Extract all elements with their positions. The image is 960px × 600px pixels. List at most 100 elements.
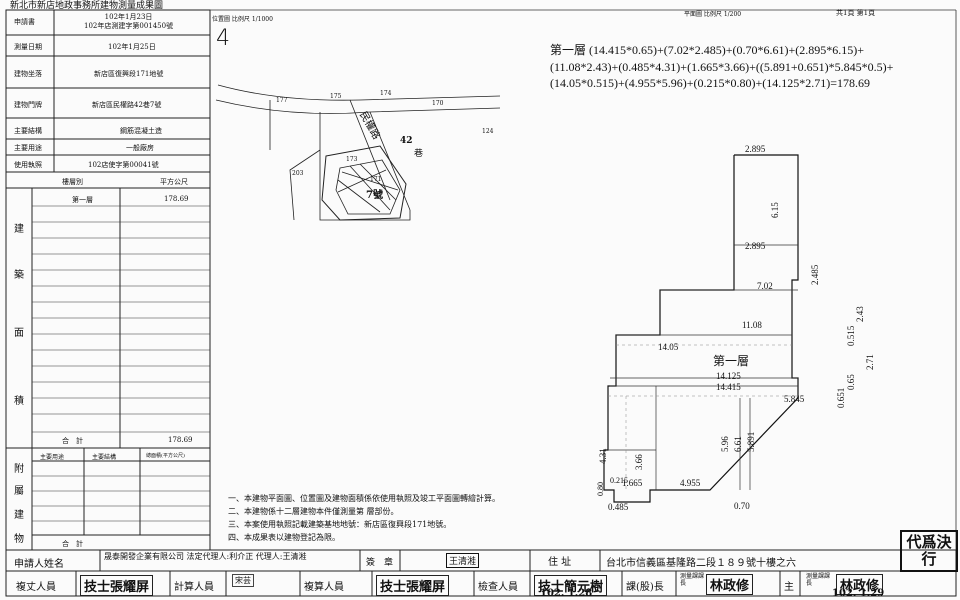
applicant-seal: 王清溎 — [446, 553, 480, 568]
form-label-address: 建物門牌 — [14, 101, 42, 109]
total-value: 178.69 — [168, 436, 193, 444]
dim-label: 2.43 — [855, 306, 865, 322]
chief-stamp: 林政修 — [706, 574, 754, 595]
dim-label: 2.895 — [745, 144, 766, 154]
date-mark: 102. 1.28 — [540, 588, 593, 599]
dim-label: 7.02 — [757, 281, 773, 291]
address-label: 住 址 — [548, 557, 572, 568]
dim-label: 0.65 — [846, 374, 856, 390]
director-title: 測量課課長 — [806, 573, 831, 587]
dim-label: 5.96 — [720, 436, 730, 452]
director-label: 主 — [784, 582, 794, 593]
annex-header-structure: 主要結構 — [92, 454, 117, 461]
dim-label: 3.66 — [634, 454, 644, 470]
form-label-structure: 主要結構 — [14, 127, 42, 135]
note-line: 四、本成果表以建物登記為限。 — [228, 533, 340, 542]
authorization-seal: 代爲決行 — [900, 530, 958, 572]
director-stamp: 林政修 — [836, 574, 884, 595]
parcel-label: 124 — [482, 128, 494, 135]
form-value-address: 新店區民權路42巷7號 — [92, 101, 162, 109]
date-mark: 102. 1.29 — [832, 588, 885, 599]
parcel-label: 171 — [370, 176, 382, 183]
form-value-application: 102年1月23日 102年店測建字第001450號 — [84, 13, 174, 30]
floor-label: 第一層 — [713, 354, 750, 368]
parcel-label: 170 — [432, 100, 444, 107]
form-label-usage: 主要用途 — [14, 144, 42, 152]
area-header-unit: 平方公尺 — [160, 178, 188, 186]
form-value-building-location: 新店區復興段171地號 — [94, 70, 164, 78]
dim-label: 0.70 — [734, 501, 750, 511]
annex-side-char: 屬 — [14, 486, 24, 497]
chief-title: 測量課課長 — [680, 573, 705, 587]
area-side-char: 面 — [14, 328, 24, 339]
address-value: 台北市信義區基隆路二段１８９號十樓之六 — [606, 558, 796, 569]
annex-total-label: 合 計 — [62, 540, 83, 548]
applicant-label: 申請人姓名 — [14, 559, 64, 570]
location-scale-label: 位置圖 比例尺 1/1000 — [212, 16, 273, 23]
dim-label: 6.61 — [733, 436, 743, 452]
area-row-value: 178.69 — [164, 195, 189, 203]
annex-side-char: 建 — [14, 510, 24, 521]
dim-label: 0.515 — [846, 325, 856, 346]
inspector-stamp: 技士簡元樹 — [534, 575, 608, 596]
location-map — [215, 84, 501, 221]
lane-number: 42 — [400, 136, 413, 146]
check-stamp: 技士張耀屏 — [376, 575, 450, 596]
area-header-floor: 樓層別 — [62, 178, 83, 186]
area-side-char: 建 — [14, 224, 24, 235]
annex-header-usage: 主要用途 — [40, 454, 65, 461]
annex-side-char: 附 — [14, 464, 24, 475]
inspector-label: 檢查人員 — [478, 582, 518, 593]
surveyor-label: 複丈人員 — [16, 582, 56, 593]
parcel-label: 173 — [346, 156, 358, 163]
dim-label: 14.415 — [716, 382, 741, 392]
dim-label: 1.665 — [622, 478, 643, 488]
dim-label: 2.895 — [745, 241, 766, 251]
dim-label: 14.125 — [716, 371, 741, 381]
check-label: 複算人員 — [304, 582, 344, 593]
form-value-survey-date: 102年1月25日 — [108, 43, 156, 51]
annex-side-char: 物 — [14, 534, 24, 545]
plan-scale-label: 平面圖 比例尺 1/200 — [684, 11, 742, 18]
area-formula: 第一層 (14.415*0.65)+(7.02*2.485)+(0.70*6.6… — [550, 43, 894, 90]
parcel-label: 177 — [276, 97, 288, 104]
parcel-label: 203 — [292, 170, 304, 177]
parcel-label: 175 — [330, 93, 342, 100]
dim-label: 0.485 — [608, 502, 629, 512]
doc-top-title: 新北市新店地政事務所建物測量成果圖 — [10, 1, 164, 11]
applicant-value: 晟泰開發企業有限公司 法定代理人:利介正 代理人:王清溎 — [104, 552, 307, 561]
note-line: 二、本建物係十二層建物本件僅測量第 層部份。 — [228, 507, 399, 516]
floor-plan-drawing — [603, 154, 799, 503]
dim-label: 6.15 — [770, 202, 780, 218]
dim-label: 5.891 — [746, 431, 756, 452]
handwritten-number: 4 — [216, 26, 230, 51]
note-line: 三、本案使用執照記載建築基地地號：新店區復興段171地號。 — [228, 520, 452, 529]
calc-stamp: 宋芸 — [232, 574, 254, 587]
dim-label: 0.80 — [596, 482, 605, 496]
form-value-structure: 鋼筋混凝土造 — [120, 127, 162, 135]
form-value-usage: 一般廠房 — [126, 144, 154, 152]
area-side-char: 積 — [14, 396, 24, 407]
form-label-permit: 使用執照 — [14, 161, 42, 169]
dim-label: 0.651 — [836, 387, 846, 408]
house-number: 7號 — [366, 190, 383, 201]
page-count: 共1頁 第1頁 — [836, 9, 876, 17]
form-value-permit: 102店使字第00041號 — [88, 161, 159, 169]
dim-label: 2.71 — [865, 354, 875, 370]
form-label-survey-date: 測量日期 — [14, 43, 42, 51]
lane-suffix: 巷 — [414, 149, 424, 159]
form-label-building-location: 建物坐落 — [14, 70, 42, 78]
note-line: 一、本建物平面圖、位置圖及建物面積係依使用執照及竣工平面圖轉繪計算。 — [228, 494, 500, 503]
form-label-application: 申請書 — [14, 18, 35, 26]
dim-label: 14.05 — [658, 342, 679, 352]
dim-label: 0.215 — [610, 476, 628, 485]
surveyor-stamp: 技士張耀屏 — [80, 575, 154, 596]
dim-label: 11.08 — [742, 320, 762, 330]
dim-label: 4.31 — [598, 448, 608, 464]
annex-header-area: 總面積(平方公尺) — [146, 453, 185, 459]
seal-label: 簽 章 — [366, 558, 394, 568]
area-row-floor: 第一層 — [72, 196, 93, 204]
area-side-char: 築 — [14, 270, 24, 281]
dim-label: 2.485 — [810, 264, 820, 285]
